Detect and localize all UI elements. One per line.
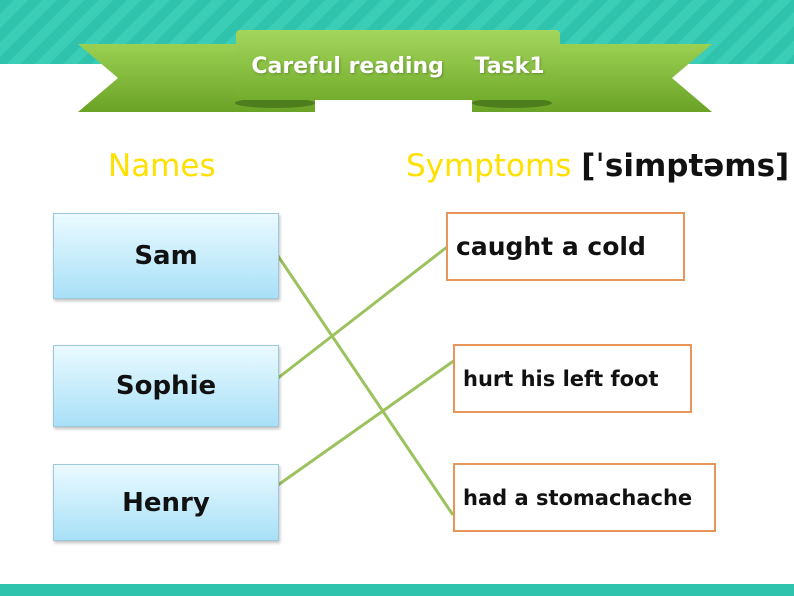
names-heading: Names — [108, 148, 216, 184]
title-ribbon — [78, 30, 712, 112]
symptom-card-caught-a-cold[interactable]: caught a cold — [446, 212, 685, 281]
name-card-sophie[interactable]: Sophie — [53, 345, 279, 427]
symptoms-pronunciation: [ˈsimptəms] — [581, 148, 790, 184]
symptoms-heading-label: Symptoms — [406, 148, 572, 184]
name-card-sam[interactable]: Sam — [53, 213, 279, 299]
page-title: Careful reading Task1 — [251, 53, 545, 79]
symptoms-heading: Symptoms [ˈsimptəms] — [406, 148, 789, 184]
match-line-sophie — [277, 245, 448, 380]
match-line-henry — [277, 358, 456, 487]
symptom-card-hurt-left-foot[interactable]: hurt his left foot — [453, 344, 692, 413]
symptom-card-stomachache[interactable]: had a stomachache — [453, 463, 716, 532]
match-line-sam — [276, 255, 455, 516]
ribbon-center — [236, 30, 560, 100]
name-card-henry[interactable]: Henry — [53, 464, 279, 541]
ribbon-right-fold — [472, 98, 552, 108]
ribbon-left-fold — [235, 98, 315, 108]
bottom-decorative-band — [0, 584, 794, 596]
